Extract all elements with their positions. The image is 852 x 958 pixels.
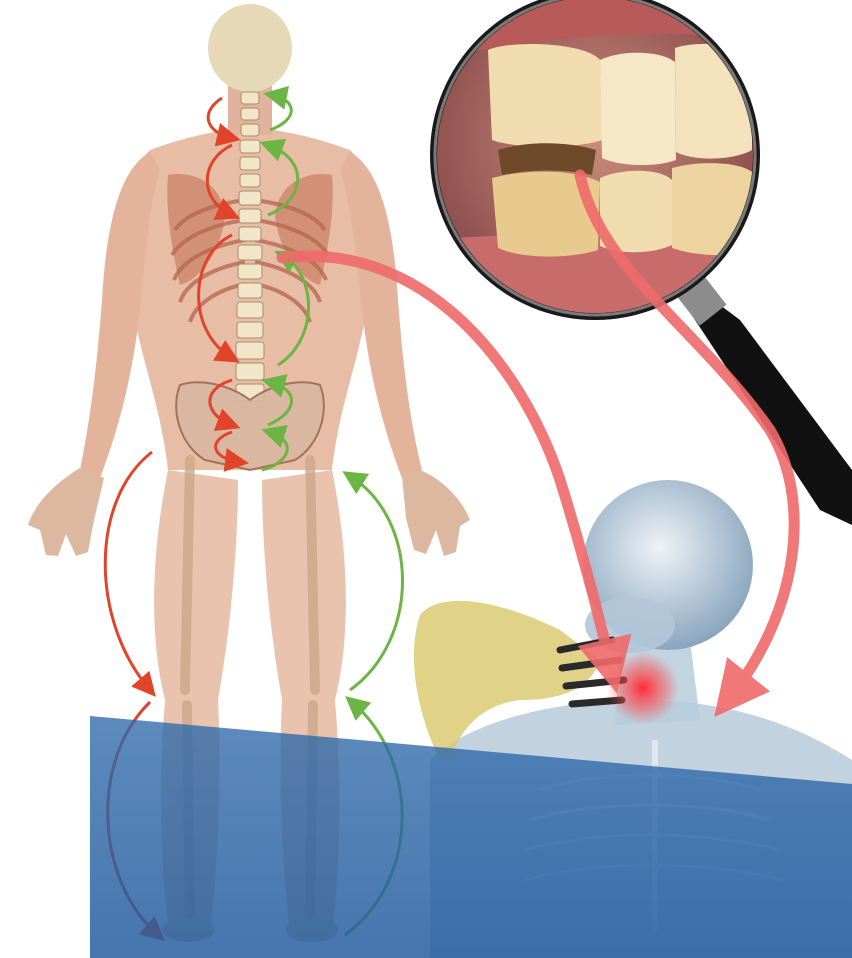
left-hand — [28, 468, 104, 556]
head — [208, 4, 292, 92]
green-arrow-neck — [270, 95, 291, 130]
red-arrow-thigh — [105, 452, 152, 690]
pain-spot-icon — [607, 652, 679, 724]
upper-tooth-2 — [600, 53, 676, 165]
green-arrow-thigh — [350, 476, 403, 690]
upper-tooth-3 — [675, 44, 752, 159]
lower-tooth-3 — [672, 163, 752, 255]
right-hand — [402, 470, 470, 556]
magnifier-handle — [685, 290, 852, 525]
upper-tooth-1 — [488, 44, 602, 147]
